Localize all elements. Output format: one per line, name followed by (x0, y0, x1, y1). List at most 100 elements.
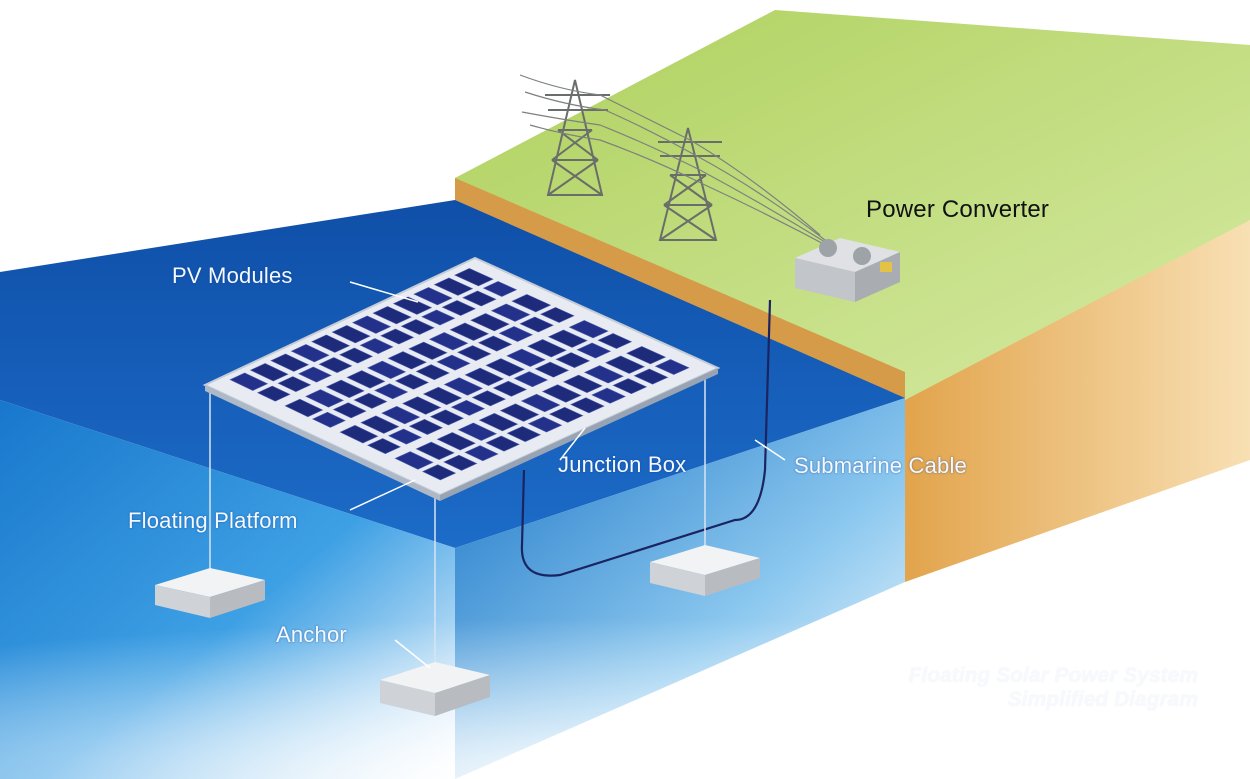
pv-panel (290, 344, 330, 363)
pv-panel (441, 300, 477, 316)
power-lines (519, 74, 836, 251)
pv-panel (311, 411, 346, 428)
pv-panel (478, 413, 519, 432)
pv-panel (270, 353, 310, 372)
pv-panel (421, 309, 456, 326)
pv-panel (311, 334, 351, 353)
power-converter (795, 238, 900, 302)
pv-panel (633, 368, 669, 385)
pv-panel (366, 360, 407, 379)
pv-panel (568, 320, 609, 339)
pv-panel (605, 355, 646, 374)
pv-panel (499, 403, 540, 422)
submarine-cable (520, 299, 772, 577)
pv-panel (429, 409, 465, 426)
pv-panel (408, 419, 444, 435)
pv-panel (570, 397, 605, 414)
pv-panel (400, 319, 435, 335)
pv-panel (394, 373, 430, 390)
caption-line-1: Floating Solar Power System (908, 664, 1198, 687)
pv-panel (482, 281, 518, 297)
pv-panel (381, 405, 421, 425)
pv-panel (583, 365, 624, 384)
pv-panel (548, 406, 584, 423)
pv-panel (597, 333, 633, 349)
pv-panel (464, 445, 499, 462)
pv-panel (519, 316, 554, 333)
pv-panel (443, 454, 478, 471)
pv-panel (415, 364, 450, 381)
pv-panel (485, 435, 520, 452)
pv-panel (464, 367, 505, 387)
pv-panel (457, 422, 498, 441)
pv-panel (534, 361, 570, 378)
land-side (905, 220, 1250, 582)
pv-panel (612, 378, 648, 395)
pv-panel (433, 277, 474, 296)
pv-panel (428, 332, 469, 351)
pv-panel (454, 268, 494, 287)
pv-panel (506, 426, 542, 442)
pv-panel (562, 374, 603, 393)
transmission-towers (519, 74, 836, 251)
pv-panel (541, 384, 582, 403)
pv-panel (387, 428, 423, 445)
pv-panel (470, 313, 510, 332)
pv-panel (413, 287, 453, 306)
pv-panel (339, 425, 379, 444)
pv-panel (576, 342, 612, 359)
pv-panel (408, 341, 448, 360)
pv-panel (626, 346, 667, 365)
pv-panel (284, 398, 324, 418)
land-edge (455, 178, 905, 400)
pv-panel (394, 451, 434, 470)
pv-panel (513, 371, 549, 388)
caption-line-2: Simplified Diagram (1007, 688, 1198, 711)
pv-panel (436, 354, 471, 371)
pv-panel (540, 307, 575, 323)
label-pv-modules: PV Modules (172, 263, 293, 288)
pv-modules (229, 268, 690, 481)
pv-panel (360, 415, 400, 434)
pv-panel (331, 325, 371, 344)
diagram-caption: Floating Solar Power System Simplified D… (780, 664, 1198, 712)
pv-panel (436, 432, 476, 451)
pv-panel (332, 402, 367, 419)
pv-panel (249, 363, 289, 382)
pv-panel (422, 464, 457, 481)
anchors (155, 378, 760, 716)
pv-panel (498, 326, 534, 342)
label-junction-box: Junction Box (558, 452, 687, 477)
pv-panel (339, 347, 374, 364)
pv-panel (256, 385, 291, 402)
pv-panel (492, 380, 528, 397)
pv-panel (353, 392, 388, 409)
label-submarine-cable: Submarine Cable (794, 453, 967, 478)
label-power-converter: Power Converter (866, 196, 1050, 223)
pv-panel (506, 348, 546, 367)
leader-lines (349, 281, 786, 669)
pv-panel (591, 387, 626, 404)
pv-panel (450, 399, 486, 416)
pv-panel (277, 376, 312, 393)
pv-panel (422, 386, 463, 406)
pv-panel (527, 416, 563, 433)
pv-panel (511, 294, 552, 313)
pv-panel (654, 359, 690, 375)
anchor-block (155, 568, 265, 618)
pv-panel (490, 303, 531, 322)
pv-panel (520, 393, 561, 413)
pv-panel (298, 366, 332, 383)
pv-panel (402, 396, 442, 415)
pv-panel (547, 329, 588, 348)
pv-panel (415, 441, 455, 460)
pv-panel (351, 315, 392, 334)
pv-panel (318, 357, 353, 373)
anchor-block (650, 545, 760, 596)
label-anchor: Anchor (276, 622, 347, 647)
pv-panel (471, 390, 507, 407)
pv-panel (527, 339, 567, 358)
pv-panel (477, 335, 513, 352)
pv-panel (367, 438, 401, 455)
